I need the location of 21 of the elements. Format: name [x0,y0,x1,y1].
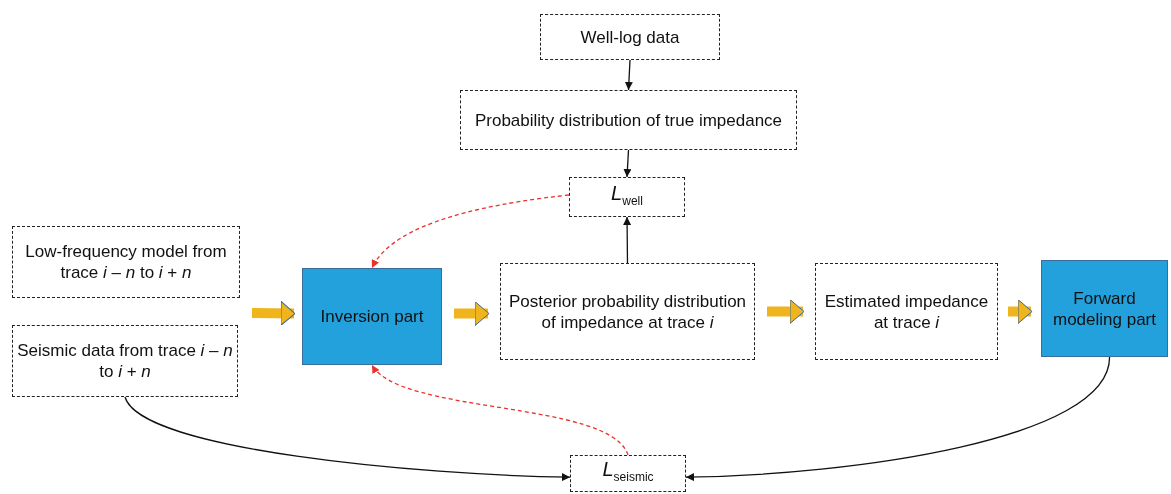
arrow [371,364,629,456]
block-arrow [454,301,490,327]
arrow [624,59,633,91]
arrow [623,149,632,178]
arrow [685,356,1111,481]
loss-box: L$_{seismic}$ [570,455,686,492]
loss-box: L$_{well}$ [569,177,685,217]
arrow [623,216,632,264]
block-arrow [251,300,296,326]
process-box: Estimated impedance at trace i [815,263,998,360]
data-box: Low-frequency model from trace i – n to i + n [12,226,240,298]
data-box: Well-log data [540,14,720,60]
process-box: Probability distribution of true impedance [460,90,797,150]
process-box: Forward modeling part [1041,260,1168,357]
block-arrow [1008,299,1033,324]
process-box: Inversion part [302,268,442,365]
arrow [124,396,571,481]
block-arrow [767,299,805,324]
data-box: Seismic data from trace i – n to i + n [12,325,238,397]
arrow [371,194,570,269]
process-box: Posterior probability distribution of impedance at trace i [500,263,755,360]
